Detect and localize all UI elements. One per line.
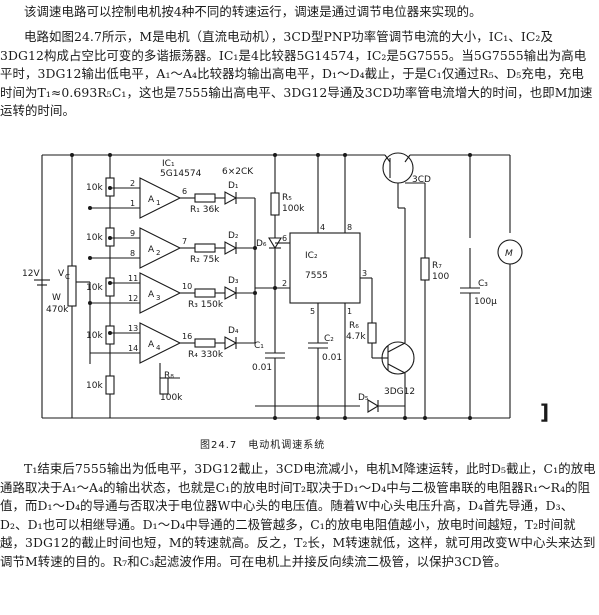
margin-bracket: ] bbox=[540, 400, 550, 424]
r3-label: R₃ 150k bbox=[188, 300, 224, 310]
circuit-diagram: IC₁ 5G14574 6×2CK IC₂ 7555 3CD 3DG12 12V… bbox=[22, 152, 523, 420]
c3-value: 100μ bbox=[474, 297, 497, 307]
r7-label: R₇ bbox=[432, 261, 442, 271]
r5-label: R₅ bbox=[282, 193, 292, 203]
r10k-2: 10k bbox=[86, 233, 103, 243]
pot-label: W bbox=[52, 293, 61, 303]
r2-label: R₂ 75k bbox=[190, 255, 220, 265]
r10k-3: 10k bbox=[86, 283, 103, 293]
r7-value: 100 bbox=[432, 272, 449, 282]
d3-label: D₃ bbox=[228, 276, 239, 286]
c2-label: C₂ bbox=[324, 334, 334, 344]
r8-label: R₈ bbox=[164, 371, 174, 381]
r8-value: 100k bbox=[160, 393, 183, 403]
diodes-note: 6×2CK bbox=[222, 167, 254, 177]
pin-10: 10 bbox=[182, 282, 192, 291]
d2-label: D₂ bbox=[228, 231, 239, 241]
paragraph-circuit-description: 电路如图24.7所示，M是电机（直流电动机），3CD型PNP功率管调节电流的大小… bbox=[0, 29, 593, 118]
motor-label: M bbox=[505, 249, 513, 259]
ic2-name: IC₂ bbox=[305, 251, 318, 261]
r5-value: 100k bbox=[282, 204, 305, 214]
pin-9: 9 bbox=[130, 229, 135, 238]
vc-label: V bbox=[58, 269, 65, 279]
comp-a4-sub: 4 bbox=[156, 344, 161, 352]
d1-label: D₁ bbox=[228, 181, 239, 191]
r10k-5: 10k bbox=[86, 381, 103, 391]
ic2-pin-8: 8 bbox=[347, 223, 352, 232]
q2-label: 3DG12 bbox=[384, 387, 415, 397]
ic2-pin-3: 3 bbox=[362, 269, 367, 278]
pin-13: 13 bbox=[128, 324, 138, 333]
pin-14: 14 bbox=[128, 344, 138, 353]
figure-caption: 图24.7 电动机调速系统 bbox=[200, 440, 326, 451]
c2-value: 0.01 bbox=[322, 353, 342, 363]
d4-label: D₄ bbox=[228, 326, 239, 336]
pin-8: 8 bbox=[130, 249, 135, 258]
pin-6: 6 bbox=[182, 187, 187, 196]
ic2-pin-2: 2 bbox=[282, 279, 287, 288]
r6-value: 4.7k bbox=[346, 332, 366, 342]
ic2-pin-4: 4 bbox=[320, 223, 325, 232]
c1-label: C₁ bbox=[254, 341, 264, 351]
r4-label: R₄ 330k bbox=[188, 350, 224, 360]
ic2-pin-6: 6 bbox=[282, 234, 287, 243]
r10k-1: 10k bbox=[86, 183, 103, 193]
r10k-4: 10k bbox=[86, 331, 103, 341]
c1-value: 0.01 bbox=[252, 363, 272, 373]
pot-value: 470k bbox=[46, 305, 69, 315]
ic2-pin-5: 5 bbox=[310, 307, 315, 316]
comp-a2: A bbox=[148, 245, 155, 255]
comp-a1-sub: 1 bbox=[156, 199, 160, 207]
ic1-name: IC₁ bbox=[162, 159, 175, 169]
pin-1: 1 bbox=[130, 199, 135, 208]
d6-label: D₆ bbox=[256, 239, 267, 249]
comp-a3-sub: 3 bbox=[156, 294, 160, 302]
vc-sub: C bbox=[65, 273, 70, 281]
comp-a1: A bbox=[148, 195, 155, 205]
ic2-pin-1: 1 bbox=[347, 307, 352, 316]
ic2-part: 7555 bbox=[305, 271, 328, 281]
comp-a2-sub: 2 bbox=[156, 249, 160, 257]
q1-label: 3CD bbox=[412, 175, 431, 185]
comp-a4: A bbox=[148, 340, 155, 350]
d5-label: D₅ bbox=[358, 393, 369, 403]
supply-label: 12V bbox=[22, 269, 40, 279]
pin-2: 2 bbox=[130, 179, 135, 188]
comp-a3: A bbox=[148, 290, 155, 300]
pin-16: 16 bbox=[182, 332, 192, 341]
r1-label: R₁ 36k bbox=[190, 205, 220, 215]
pin-7: 7 bbox=[182, 237, 187, 246]
paragraph-intro: 该调速电路可以控制电机按4种不同的转速运行，调速是通过调节电位器来实现的。 bbox=[24, 4, 482, 19]
ic1-part: 5G14574 bbox=[160, 169, 202, 179]
pin-12: 12 bbox=[128, 294, 138, 303]
paragraph-operation: T₁结束后7555输出为低电平，3DG12截止，3CD电流减小，电机M降速运转，… bbox=[0, 461, 596, 569]
r6-label: R₆ bbox=[349, 321, 359, 331]
c3-label: C₃ bbox=[478, 279, 488, 289]
pin-11: 11 bbox=[128, 274, 138, 283]
